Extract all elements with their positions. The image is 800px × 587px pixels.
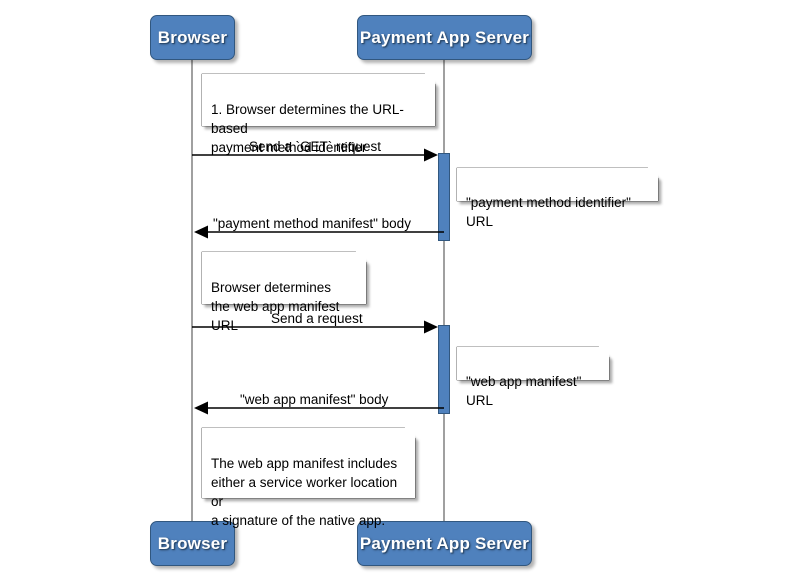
participant-browser-top[interactable]: Browser [150,15,235,60]
note-web-app-manifest-includes: The web app manifest includes either a s… [202,428,415,528]
participant-browser-bottom[interactable]: Browser [150,521,235,566]
activation-bars [438,153,450,414]
participant-payment-app-server-bottom[interactable]: Payment App Server [357,521,532,566]
note-web-app-manifest-url: "web app manifest" URL [457,347,609,408]
message-arrow-3 [192,320,438,334]
participant-payment-app-server-top[interactable]: Payment App Server [357,15,532,60]
activation-bar-payment-app-server-1 [438,153,450,241]
message-arrow-4 [194,401,444,415]
message-arrow-2 [194,225,444,239]
note-url-based-payment-method-identifier: 1. Browser determines the URL-based paym… [202,74,435,155]
message-label-send-a-request: Send a request [271,311,363,326]
note-browser-determines-web-app-manifest-url: Browser determines the web app manifest … [202,252,366,333]
message-arrows [192,148,444,415]
activation-bar-payment-app-server-2 [438,325,450,414]
note-text: The web app manifest includes either a s… [211,456,398,528]
lifelines [191,60,445,521]
note-text: Browser determines the web app manifest … [211,280,340,333]
message-label-payment-method-manifest-body: "payment method manifest" body [213,216,411,231]
note-text: 1. Browser determines the URL-based paym… [211,102,404,155]
message-arrow-1 [192,148,438,162]
message-label-web-app-manifest-body: "web app manifest" body [240,392,389,407]
note-text: "web app manifest" URL [466,374,582,408]
note-text: "payment method identifier" URL [466,195,631,229]
message-label-send-get-request: Send a `GET` request [249,139,381,154]
note-payment-method-identifier-url: "payment method identifier" URL [457,168,658,229]
